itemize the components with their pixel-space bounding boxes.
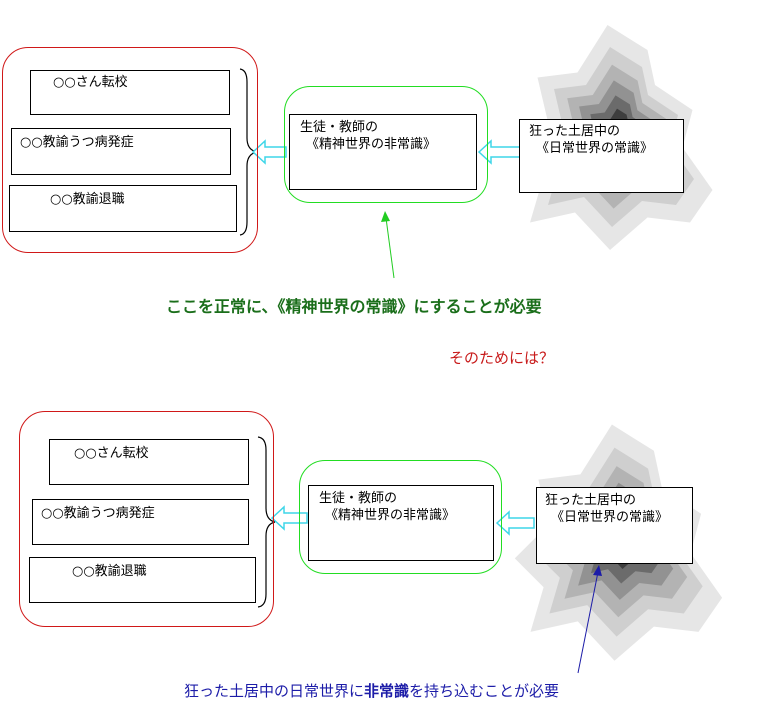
outcome-box-transfer-top: ○○さん転校: [30, 70, 230, 115]
outcome-label: ○○さん転校: [74, 446, 149, 461]
daily-world-line-2: 《日常世界の常識》: [536, 141, 654, 156]
daily-world-line-1: 狂った土居中の: [545, 493, 637, 508]
outcome-box-retirement-top: ○○教諭退職: [9, 185, 237, 232]
pointer-line-green: [385, 217, 395, 279]
arrow-right-to-middle-bottom: [495, 510, 535, 536]
caption-top: ここを正常に、《精神世界の常識》にすることが必要: [166, 297, 542, 316]
outcome-box-depression-top: ○○教諭うつ病発症: [11, 128, 231, 175]
pointer-arrowhead-blue: [593, 565, 602, 576]
caption-bottom-emphasis: 非常識: [364, 682, 410, 700]
daily-world-box-bottom: 狂った土居中の 《日常世界の常識》: [536, 487, 693, 564]
outcome-box-depression-bottom: ○○教諭うつ病発症: [32, 499, 249, 545]
daily-world-line-2: 《日常世界の常識》: [551, 510, 669, 525]
outcome-box-retirement-bottom: ○○教諭退職: [29, 557, 256, 603]
caption-bottom-part-1: 狂った土居中の日常世界に: [184, 682, 365, 700]
outcome-label: ○○教諭うつ病発症: [20, 135, 134, 150]
outcomes-group-top: [2, 47, 258, 253]
outcome-box-transfer-bottom: ○○さん転校: [49, 439, 249, 485]
mind-world-group-bottom: [299, 460, 502, 574]
mind-world-box-bottom: 生徒・教師の 《精神世界の非常識》: [308, 485, 494, 561]
outcomes-group-bottom: [19, 411, 274, 627]
mind-world-group-top: [284, 86, 488, 203]
mind-world-line-2: 《精神世界の非常識》: [306, 137, 437, 152]
arrow-middle-to-list-bottom: [270, 505, 308, 531]
daily-world-box-top: 狂った土居中の 《日常世界の常識》: [519, 119, 684, 193]
caption-bottom: 狂った土居中の日常世界に非常識を持ち込むことが必要: [184, 680, 559, 701]
pointer-line-blue: [577, 571, 599, 674]
brace-bottom: [257, 436, 276, 608]
mind-world-line-2: 《精神世界の非常識》: [325, 508, 456, 523]
outcome-label: ○○教諭退職: [50, 192, 125, 207]
mind-world-box-top: 生徒・教師の 《精神世界の非常識》: [289, 114, 477, 190]
outcome-label: ○○教諭うつ病発症: [41, 506, 155, 521]
outcome-label: ○○さん転校: [53, 75, 128, 90]
arrow-middle-to-list-top: [251, 139, 287, 165]
mind-world-line-1: 生徒・教師の: [300, 120, 379, 135]
pointer-arrowhead-green: [381, 211, 390, 222]
outcome-label: ○○教諭退職: [72, 564, 147, 579]
daily-world-line-1: 狂った土居中の: [529, 124, 621, 139]
question-text: そのためには？: [449, 349, 555, 367]
caption-bottom-part-3: を持ち込むことが必要: [409, 682, 560, 700]
mind-world-line-1: 生徒・教師の: [319, 491, 398, 506]
